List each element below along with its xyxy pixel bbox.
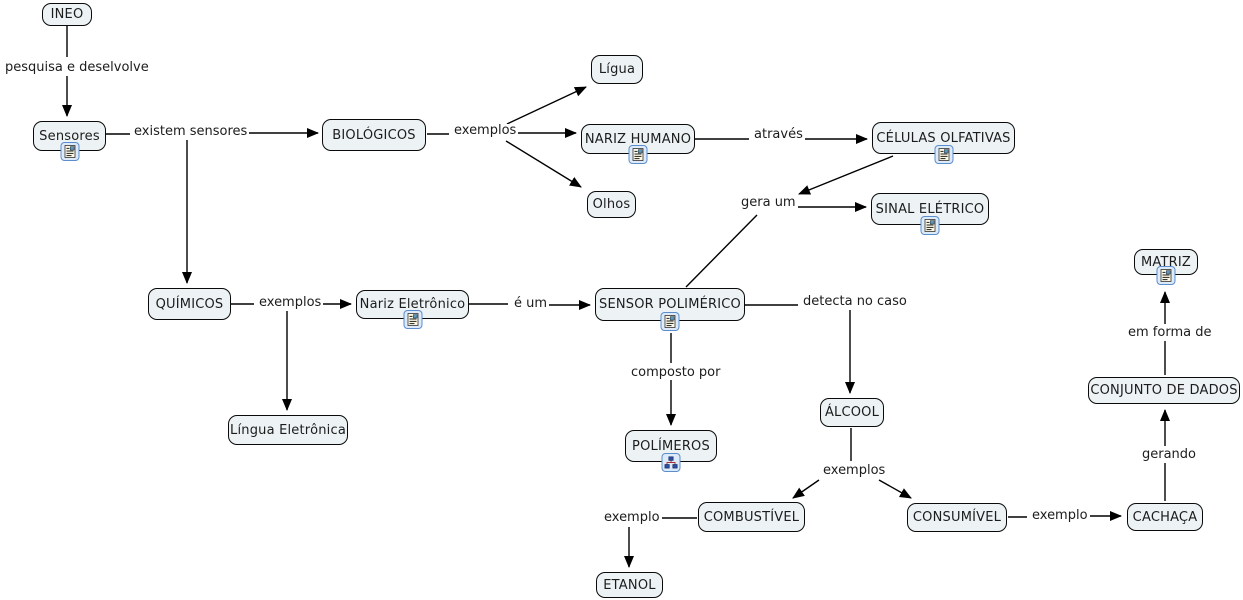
link-label-existem-sensores[interactable]: existem sensores [132, 124, 250, 140]
resource-icon[interactable] [934, 145, 953, 164]
node-label: Sensores [39, 128, 100, 144]
node-label: SENSOR POLIMÉRICO [599, 297, 741, 312]
resource-icon[interactable] [628, 145, 648, 164]
link-label-composto-por[interactable]: composto por [629, 365, 723, 381]
node-celulas-olfativas[interactable]: CÉLULAS OLFATIVAS [872, 122, 1015, 164]
node-biologicos[interactable]: BIOLÓGICOS [322, 119, 426, 151]
link-label-exemplos-alcool[interactable]: exemplos [821, 463, 888, 479]
node-quimicos[interactable]: QUÍMICOS [148, 288, 231, 320]
node-label: MATRIZ [1140, 254, 1191, 270]
link-label-exemplos-biologicos[interactable]: exemplos [452, 123, 519, 139]
resource-icon[interactable] [403, 310, 422, 329]
resource-icon[interactable] [660, 312, 680, 331]
node-label: CACHAÇA [1132, 509, 1198, 525]
node-olhos[interactable]: Olhos [587, 191, 636, 218]
node-conjunto-de-dados[interactable]: CONJUNTO DE DADOS [1088, 377, 1240, 404]
link-label-detecta-no-caso[interactable]: detecta no caso [801, 294, 909, 310]
node-label: INEO [50, 7, 84, 22]
link-label-exemplos-quimicos[interactable]: exemplos [257, 295, 324, 311]
resource-icon[interactable] [1156, 266, 1176, 285]
cmap-icon[interactable] [661, 453, 681, 472]
node-label: POLÍMEROS [632, 438, 710, 454]
node-label: Nariz Eletrônico [359, 297, 466, 312]
node-ineo[interactable]: INEO [42, 3, 92, 26]
link-label-e-um[interactable]: é um [512, 296, 550, 312]
node-label: Língua Eletrônica [230, 422, 346, 438]
link-label-em-forma-de[interactable]: em forma de [1126, 325, 1214, 341]
link-label-pesquisa-e-deselvolve[interactable]: pesquisa e deselvolve [3, 60, 151, 76]
node-nariz-eletronico[interactable]: Nariz Eletrônico [356, 290, 469, 329]
node-label: SINAL ELÉTRICO [875, 201, 985, 217]
node-label: CONSUMÍVEL [912, 510, 1002, 525]
link-label-gera-um[interactable]: gera um [739, 195, 798, 211]
node-polimeros[interactable]: POLÍMEROS [625, 430, 717, 472]
node-etanol[interactable]: ETANOL [596, 572, 663, 598]
node-label: COMBUSTÍVEL [703, 509, 800, 525]
resource-icon[interactable] [920, 216, 940, 235]
node-sensores[interactable]: Sensores [33, 121, 106, 161]
node-label: Lígua [598, 62, 636, 77]
node-label: BIOLÓGICOS [332, 127, 416, 143]
node-lingua-eletronica[interactable]: Língua Eletrônica [228, 415, 348, 445]
node-label: CÉLULAS OLFATIVAS [876, 130, 1011, 146]
link-label-exemplo-combustivel[interactable]: exemplo [602, 510, 662, 526]
link-label-gerando[interactable]: gerando [1140, 447, 1199, 463]
resource-icon[interactable] [60, 142, 79, 161]
link-label-atraves[interactable]: através [752, 127, 805, 143]
node-nariz-humano[interactable]: NARIZ HUMANO [581, 124, 695, 164]
node-ligua[interactable]: Lígua [591, 55, 643, 84]
node-label: ETANOL [603, 577, 656, 593]
node-alcool[interactable]: ÁLCOOL [820, 398, 884, 427]
node-sinal-eletrico[interactable]: SINAL ELÉTRICO [871, 193, 989, 235]
node-label: ÁLCOOL [824, 405, 880, 420]
node-label: NARIZ HUMANO [584, 131, 692, 147]
node-label: Olhos [592, 197, 631, 212]
link-label-exemplo-consumivel[interactable]: exemplo [1030, 508, 1090, 524]
node-cachaca[interactable]: CACHAÇA [1127, 503, 1203, 531]
node-label: CONJUNTO DE DADOS [1090, 383, 1238, 398]
node-combustivel[interactable]: COMBUSTÍVEL [698, 502, 805, 532]
node-label: QUÍMICOS [155, 296, 224, 312]
node-matriz[interactable]: MATRIZ [1134, 249, 1198, 285]
node-sensor-polimerico[interactable]: SENSOR POLIMÉRICO [595, 288, 745, 331]
node-consumivel[interactable]: CONSUMÍVEL [907, 503, 1007, 532]
